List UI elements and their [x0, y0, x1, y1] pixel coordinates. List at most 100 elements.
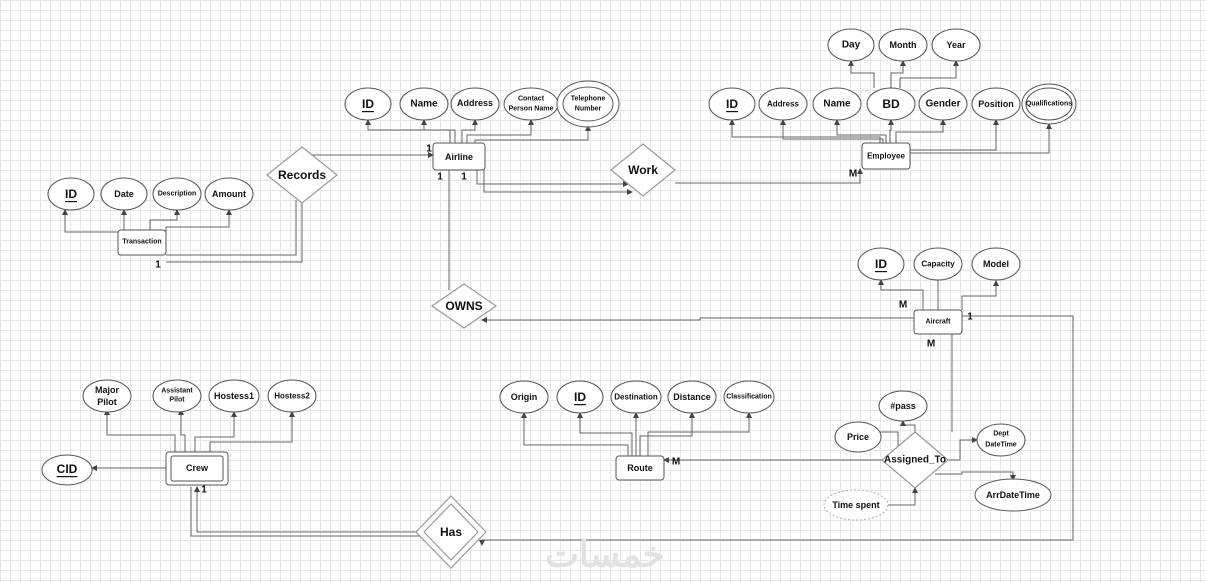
card-crew-has: 1 — [201, 485, 207, 496]
svg-text:Destination: Destination — [614, 393, 658, 402]
svg-text:Hostess1: Hostess1 — [214, 391, 254, 401]
attr-employee-position[interactable]: Position — [971, 87, 1021, 121]
svg-text:ID: ID — [65, 187, 77, 201]
rel-owns[interactable]: OWNS — [430, 283, 498, 329]
card-employee-work: M — [849, 169, 857, 180]
svg-text:Telephone: Telephone — [571, 96, 606, 103]
svg-text:Gender: Gender — [925, 99, 960, 110]
svg-text:Date: Date — [114, 189, 134, 199]
attr-hostess2[interactable]: Hostess2 — [267, 379, 317, 413]
attr-aircraft-model[interactable]: Model — [971, 247, 1021, 281]
attr-employee-name[interactable]: Name — [812, 87, 862, 121]
svg-text:Capacity: Capacity — [921, 260, 955, 269]
attr-employee-id[interactable]: ID — [708, 87, 756, 121]
svg-text:Airline: Airline — [445, 152, 473, 162]
svg-text:Number: Number — [575, 106, 602, 113]
attr-time-spent[interactable]: Time spent — [823, 489, 889, 521]
svg-text:ID: ID — [726, 97, 738, 111]
attr-aircraft-capacity[interactable]: Capacity — [913, 247, 963, 281]
attr-airline-address[interactable]: Address — [450, 87, 500, 121]
svg-text:ArrDateTime: ArrDateTime — [986, 490, 1040, 500]
attr-transaction-date[interactable]: Date — [100, 177, 148, 211]
entity-crew[interactable]: Crew — [165, 451, 229, 486]
card-route-assigned: M — [672, 457, 680, 468]
svg-text:Assistant: Assistant — [161, 388, 193, 395]
svg-text:BD: BD — [882, 97, 900, 111]
attr-employee-address[interactable]: Address — [758, 87, 808, 121]
card-airline-owns: 1 — [437, 172, 443, 183]
watermark-logo: خمسات — [545, 534, 665, 575]
svg-text:Employee: Employee — [867, 152, 905, 161]
svg-text:Pilot: Pilot — [169, 397, 185, 404]
attr-transaction-amount[interactable]: Amount — [204, 177, 254, 211]
svg-text:Work: Work — [628, 163, 658, 177]
svg-text:ID: ID — [875, 257, 887, 271]
entity-aircraft[interactable]: Aircraft — [913, 309, 963, 335]
svg-text:Name: Name — [410, 99, 438, 110]
svg-text:Day: Day — [842, 40, 861, 51]
attr-employee-bd[interactable]: BD — [866, 87, 916, 121]
svg-text:Position: Position — [978, 99, 1014, 109]
attr-route-distance[interactable]: Distance — [667, 380, 717, 414]
attr-crew-cid[interactable]: CID — [41, 454, 93, 486]
rel-has[interactable]: Has — [415, 495, 487, 569]
entity-airline[interactable]: Airline — [432, 142, 486, 171]
card-aircraft-assigned: M — [927, 339, 935, 350]
card-airline-work: 1 — [461, 172, 467, 183]
rel-records[interactable]: Records — [266, 146, 338, 204]
attr-transaction-description[interactable]: Description — [152, 177, 202, 211]
svg-text:Has: Has — [440, 525, 462, 539]
svg-text:Hostess2: Hostess2 — [274, 392, 310, 401]
attr-route-destination[interactable]: Destination — [610, 380, 662, 414]
svg-text:Records: Records — [278, 168, 326, 182]
svg-text:OWNS: OWNS — [445, 299, 482, 313]
attr-pass[interactable]: #pass — [878, 390, 928, 422]
svg-text:Name: Name — [823, 99, 851, 110]
svg-text:ID: ID — [574, 390, 586, 404]
attr-transaction-id[interactable]: ID — [47, 177, 95, 211]
svg-text:Address: Address — [767, 100, 800, 109]
svg-text:Year: Year — [946, 40, 966, 50]
svg-text:Crew: Crew — [186, 463, 209, 473]
entity-route[interactable]: Route — [615, 455, 665, 481]
svg-text:Person Name: Person Name — [509, 106, 554, 113]
entity-employee[interactable]: Employee — [861, 142, 911, 170]
rel-assigned-to[interactable]: Assigned_To — [881, 431, 949, 489]
attr-bd-year[interactable]: Year — [931, 28, 981, 62]
attr-price[interactable]: Price — [834, 421, 882, 453]
attr-hostess1[interactable]: Hostess1 — [208, 379, 260, 413]
svg-text:Pilot: Pilot — [97, 397, 117, 407]
svg-text:Qualifications: Qualifications — [1026, 101, 1072, 108]
svg-text:Month: Month — [890, 40, 917, 50]
attr-employee-qualifications[interactable]: Qualifications — [1021, 83, 1077, 125]
attr-aircraft-id[interactable]: ID — [857, 247, 905, 281]
attr-airline-id[interactable]: ID — [344, 87, 392, 121]
svg-text:DateTime: DateTime — [985, 442, 1016, 449]
attr-route-origin[interactable]: Origin — [499, 380, 549, 414]
entity-transaction[interactable]: Transaction — [117, 229, 167, 256]
svg-text:Dept: Dept — [993, 431, 1009, 438]
attr-route-id[interactable]: ID — [556, 380, 604, 414]
card-transaction-records: 1 — [155, 260, 161, 271]
svg-text:Origin: Origin — [511, 392, 538, 402]
rel-work[interactable]: Work — [610, 143, 676, 197]
svg-text:Description: Description — [158, 191, 197, 198]
svg-text:Address: Address — [457, 98, 493, 108]
attr-bd-day[interactable]: Day — [827, 28, 875, 62]
svg-text:Time spent: Time spent — [832, 500, 879, 510]
svg-text:Model: Model — [983, 259, 1009, 269]
attr-airline-name[interactable]: Name — [399, 87, 449, 121]
attr-employee-gender[interactable]: Gender — [918, 87, 968, 121]
attr-bd-month[interactable]: Month — [878, 28, 928, 62]
svg-text:Aircraft: Aircraft — [926, 319, 952, 326]
svg-text:Classification: Classification — [726, 394, 772, 401]
attr-arr-datetime[interactable]: ArrDateTime — [974, 478, 1052, 512]
cardinality-labels: 1 1 1 M 1 M M 1 M 1 — [155, 144, 973, 496]
attr-route-classification[interactable]: Classification — [723, 380, 775, 414]
